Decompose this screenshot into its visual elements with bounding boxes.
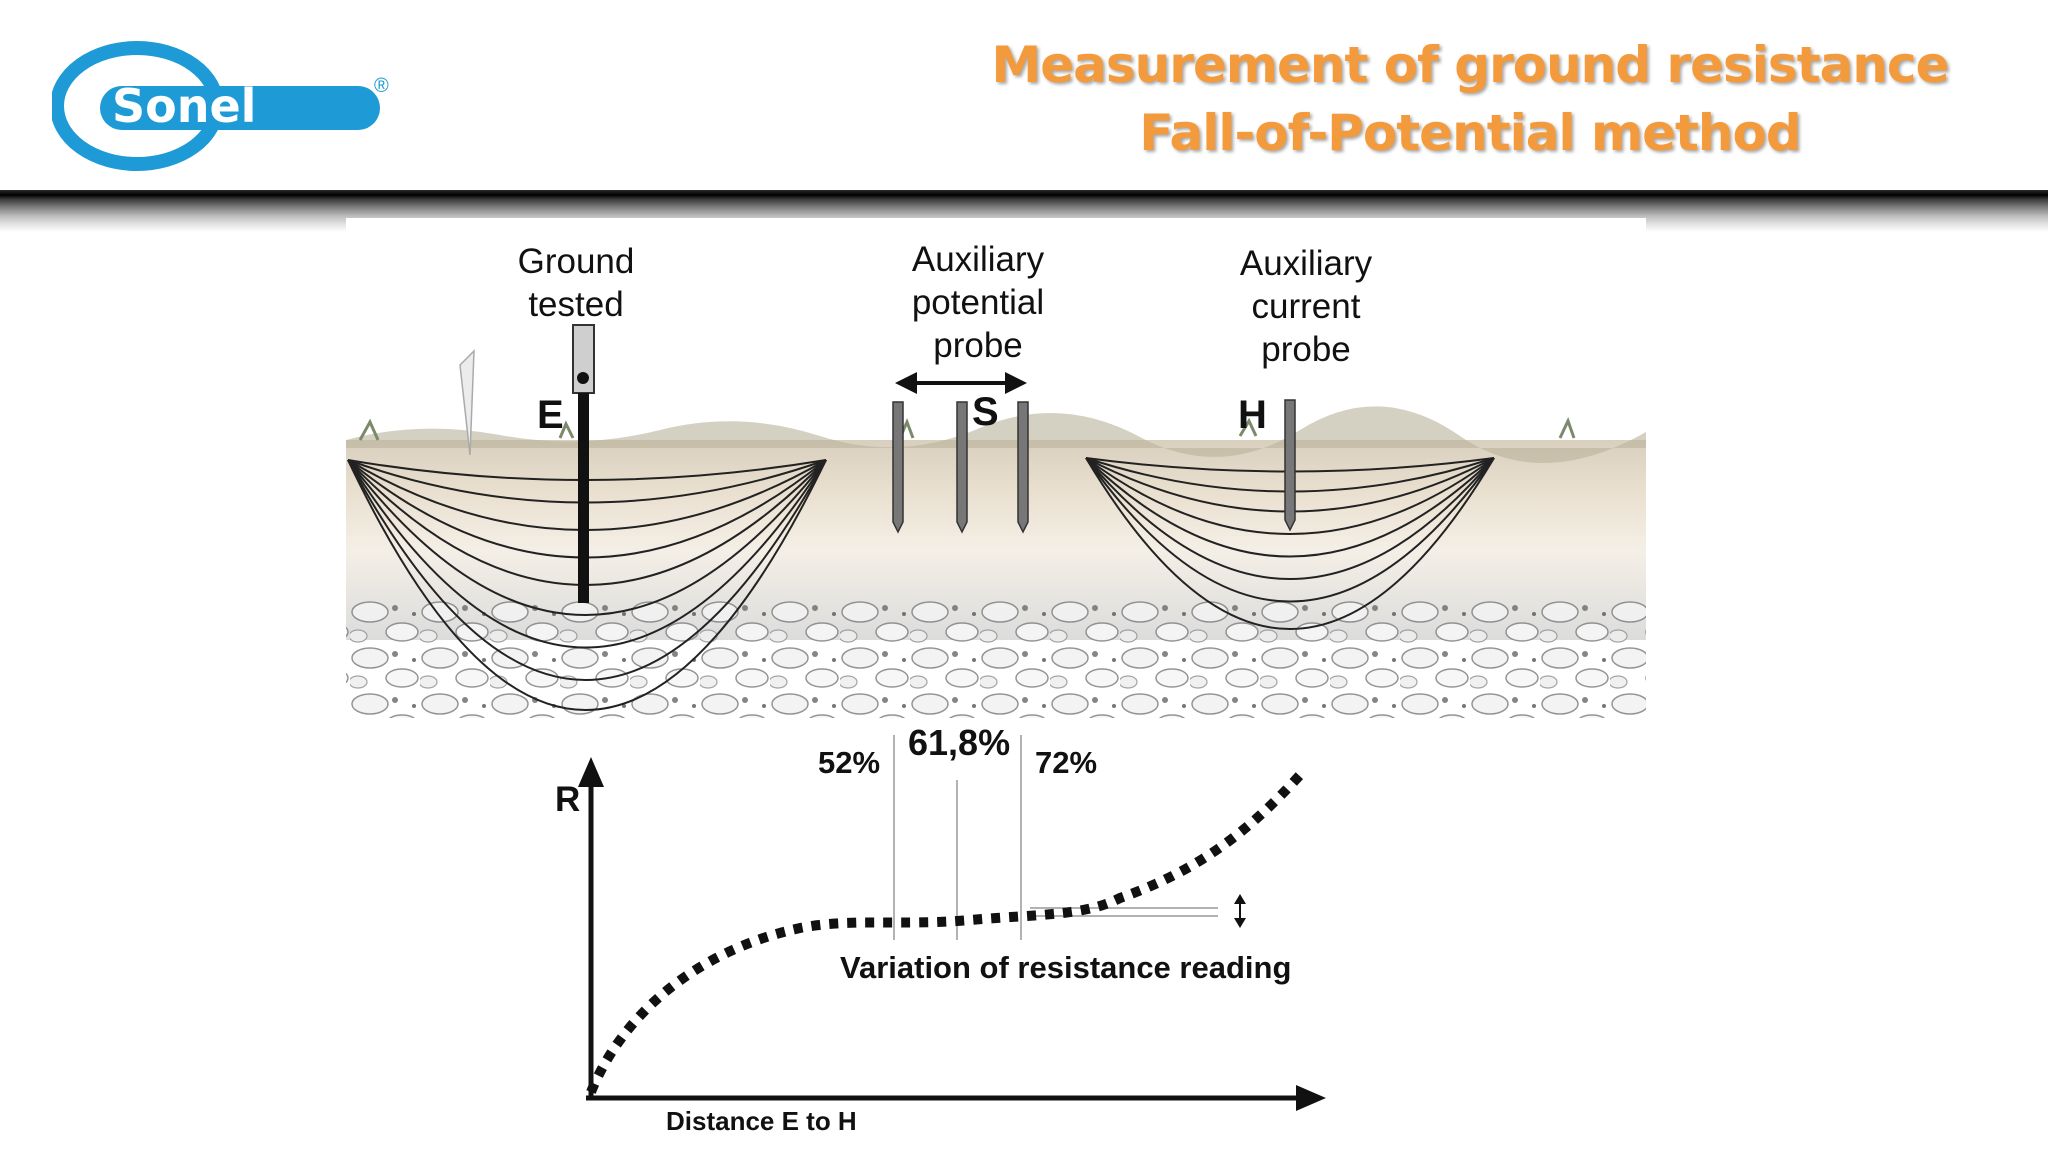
slide-header: Sonel ® Measurement of ground resistance… (0, 0, 2048, 196)
slide-title-line-2: Fall-of-Potential method (1139, 104, 1801, 162)
variation-arrow-icon (1234, 894, 1246, 928)
current-probe-label: Auxiliary current probe (1206, 242, 1406, 371)
y-axis-label: R (555, 780, 581, 819)
marker-label-72: 72% (1035, 745, 1098, 780)
svg-text:Sonel: Sonel (112, 79, 256, 133)
ground-electrode-e (572, 324, 595, 603)
electrode-e-label: E (537, 393, 564, 437)
marker-label-52: 52% (818, 745, 881, 780)
double-arrow-icon (895, 372, 1027, 394)
potential-probe-positions (892, 401, 1029, 534)
current-probe-label-line-3: probe (1261, 330, 1351, 369)
variation-label: Variation of resistance reading (840, 950, 1292, 985)
potential-probe-label-line-1: Auxiliary (911, 240, 1045, 279)
ground-tested-label-line-1: Ground (517, 242, 635, 281)
current-probe-label-line-2: current (1251, 287, 1361, 326)
electrode-s-label: S (972, 390, 999, 434)
ground-tested-label-line-2: tested (528, 285, 624, 324)
sonel-logo: Sonel ® (52, 41, 389, 171)
potential-probe-label-line-3: probe (933, 326, 1023, 365)
x-axis-label: Distance E to H (666, 1106, 857, 1136)
resistance-curve (586, 771, 1304, 1094)
y-axis (578, 757, 604, 1100)
electrode-h-label: H (1238, 393, 1267, 437)
marker-label-618: 61,8% (908, 722, 1011, 763)
svg-text:®: ® (374, 75, 389, 97)
ground-tested-label: Ground tested (486, 240, 666, 326)
x-axis (586, 1085, 1326, 1111)
current-probe-label-line-1: Auxiliary (1239, 244, 1373, 283)
slide-title-line-1: Measurement of ground resistance (991, 36, 1950, 94)
potential-probe-label-line-2: potential (911, 283, 1045, 322)
current-probe-h (1284, 399, 1296, 532)
potential-probe-label: Auxiliary potential probe (878, 238, 1078, 367)
